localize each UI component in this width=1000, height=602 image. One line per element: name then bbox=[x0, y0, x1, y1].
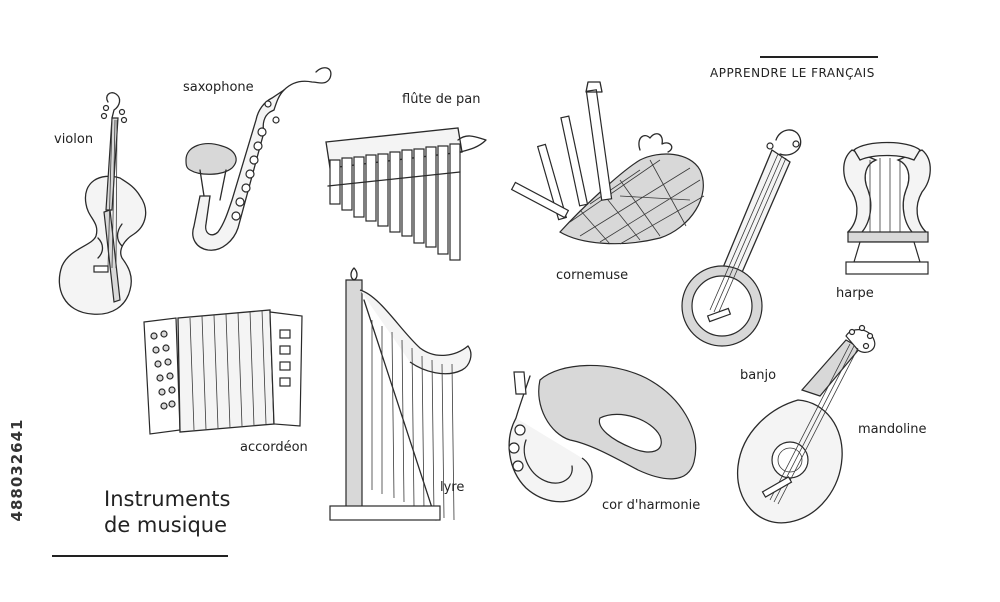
label-cornemuse: cornemuse bbox=[556, 268, 629, 283]
header-rule bbox=[760, 56, 878, 58]
french-horn-icon bbox=[508, 364, 697, 503]
mandolin-icon bbox=[736, 324, 876, 524]
bagpipe-icon bbox=[510, 81, 705, 245]
title-rule bbox=[52, 555, 228, 557]
page-title: Instruments de musique bbox=[104, 486, 230, 538]
banjo-icon bbox=[681, 129, 802, 347]
title-line-2: de musique bbox=[104, 513, 228, 537]
stock-id-text: 488032641 bbox=[8, 418, 26, 522]
label-accordeon: accordéon bbox=[240, 440, 308, 455]
violin-icon bbox=[58, 92, 147, 315]
label-lyre: lyre bbox=[440, 480, 465, 495]
header-text: APPRENDRE LE FRANÇAIS bbox=[710, 66, 875, 80]
label-saxophone: saxophone bbox=[183, 80, 254, 95]
accordion-icon bbox=[143, 309, 303, 435]
lyre-icon bbox=[843, 141, 931, 275]
harp-icon bbox=[329, 267, 472, 521]
label-violon: violon bbox=[54, 132, 94, 147]
saxophone-icon bbox=[185, 67, 332, 251]
pan-flute-icon bbox=[325, 127, 487, 261]
label-flute-de-pan: flûte de pan bbox=[402, 92, 481, 107]
label-cor-d-harmonie: cor d'harmonie bbox=[602, 498, 701, 513]
title-line-1: Instruments bbox=[104, 487, 231, 511]
label-harpe: harpe bbox=[836, 286, 874, 301]
stock-id-watermark: 488032641 bbox=[6, 360, 28, 580]
label-banjo: banjo bbox=[740, 368, 777, 383]
label-mandoline: mandoline bbox=[858, 422, 927, 437]
